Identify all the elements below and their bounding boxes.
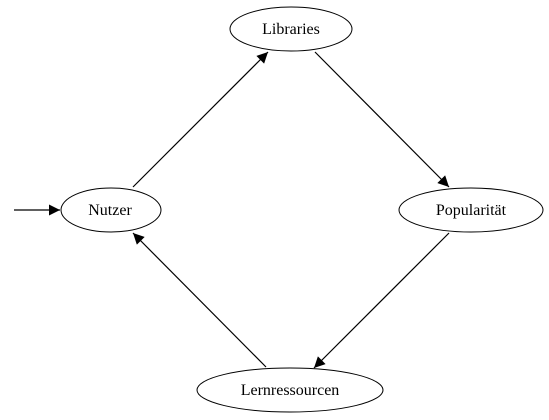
node-lernressourcen: Lernressourcen: [196, 367, 384, 413]
edge-libraries-to-popularitaet: [314, 51, 450, 188]
node-libraries: Libraries: [229, 6, 353, 52]
edge-nutzer-to-libraries: [132, 51, 269, 188]
edge-popularitaet-to-lernressourcen: [313, 232, 450, 369]
node-libraries-label: Libraries: [262, 21, 320, 38]
node-popularitaet: Popularität: [398, 187, 544, 233]
node-popularitaet-label: Popularität: [436, 202, 507, 219]
edge-lernressourcen-to-nutzer: [132, 232, 267, 368]
node-nutzer: Nutzer: [60, 187, 162, 233]
node-nutzer-label: Nutzer: [88, 202, 132, 219]
node-lernressourcen-label: Lernressourcen: [241, 382, 340, 399]
